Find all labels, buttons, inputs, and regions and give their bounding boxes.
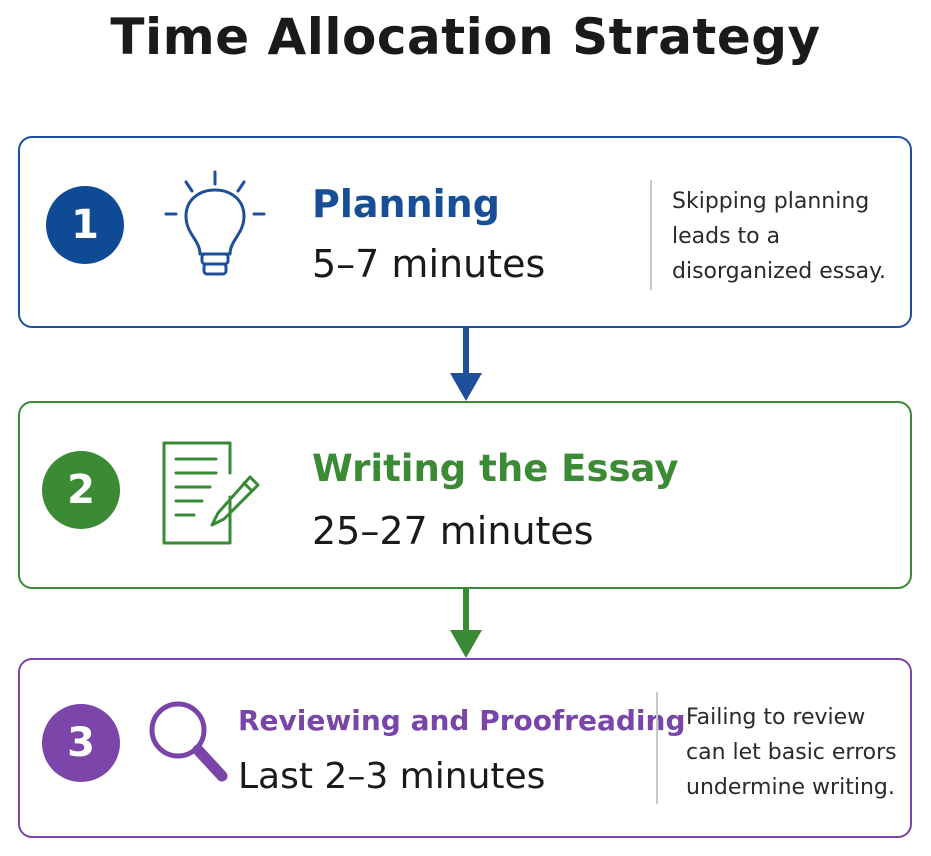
page-title: Time Allocation Strategy	[110, 8, 821, 66]
note-line: leads to a	[672, 224, 781, 249]
step-card-planning: 1 Planning 5–7 minutes Skipping planning…	[18, 136, 912, 328]
step-note: Skipping planning leads to a disorganize…	[672, 184, 904, 289]
note-line: undermine writing.	[686, 775, 895, 800]
step-duration: 5–7 minutes	[312, 242, 546, 286]
step-title: Reviewing and Proofreading	[238, 704, 686, 737]
document-pencil-icon	[158, 439, 268, 551]
note-line: Skipping planning	[672, 189, 870, 214]
note-line: disorganized essay.	[672, 259, 887, 284]
note-line: can let basic errors	[686, 740, 897, 765]
divider	[650, 180, 652, 290]
step-card-reviewing: 3 Reviewing and Proofreading Last 2–3 mi…	[18, 658, 912, 838]
step-title: Planning	[312, 182, 500, 226]
note-line: Failing to review	[686, 705, 866, 730]
lightbulb-icon	[160, 168, 270, 288]
divider	[656, 692, 658, 804]
step-title: Writing the Essay	[312, 447, 679, 490]
magnifier-icon	[144, 696, 230, 786]
arrow-down-icon	[446, 588, 486, 660]
step-number-badge: 2	[42, 451, 120, 529]
step-duration: 25–27 minutes	[312, 509, 594, 553]
step-card-writing: 2 Writing the Essay 25–27 minutes	[18, 401, 912, 589]
step-number-badge: 3	[42, 704, 120, 782]
step-number-badge: 1	[46, 186, 124, 264]
step-note: Failing to review can let basic errors u…	[686, 700, 906, 805]
arrow-down-icon	[446, 327, 486, 403]
step-duration: Last 2–3 minutes	[238, 756, 546, 797]
